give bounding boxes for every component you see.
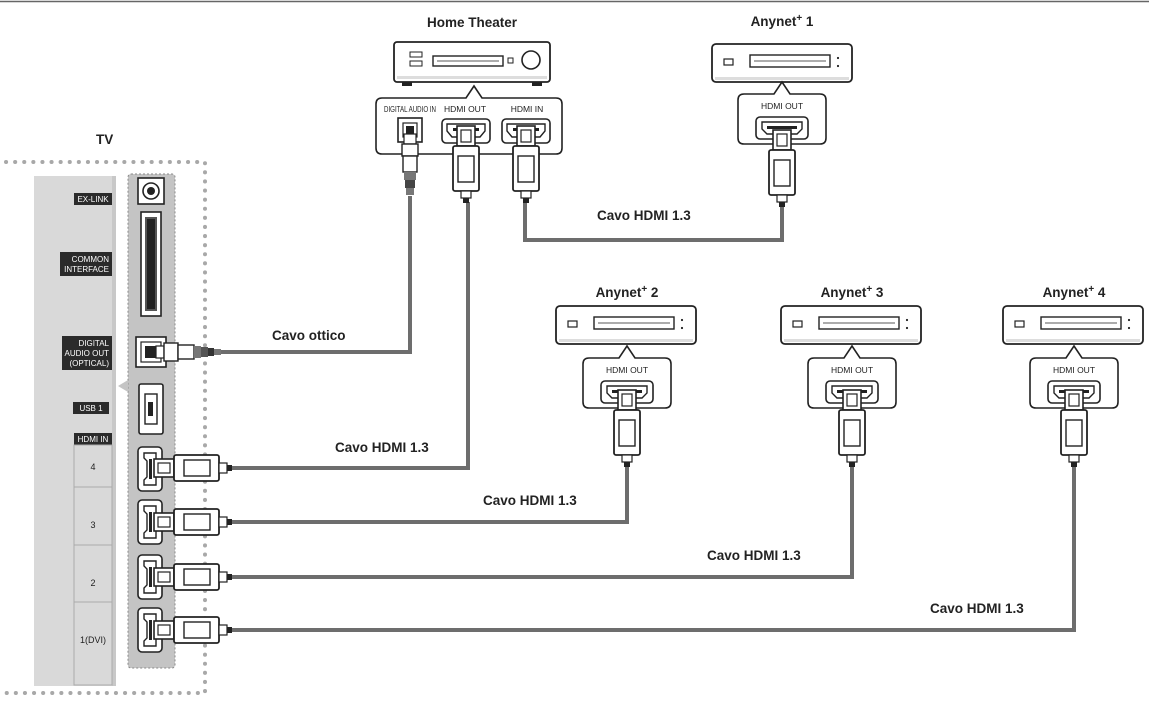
- hdmi-cable-anynet-3-label: Cavo HDMI 1.3: [707, 548, 801, 563]
- optical-cable: [221, 196, 412, 354]
- hdmi-cable-anynet-4: [232, 465, 1076, 632]
- ex-link-port: [137, 177, 165, 205]
- hdmi-cable-home-theater: [232, 202, 470, 470]
- anynet-1-sup: +: [796, 13, 802, 24]
- hdmi-cable-anynet-2: [232, 465, 629, 524]
- ht-hdmi-out-label: HDMI OUT: [444, 104, 486, 114]
- svg-text:Anynet+ 1: Anynet+ 1: [751, 13, 814, 29]
- anynet-3-hdmi-plug: [838, 389, 866, 468]
- home-theater: Home Theater DIGITAL AUDIO IN HDMI OUT H…: [375, 15, 563, 204]
- anynet-1-hdmi-out-label: HDMI OUT: [761, 101, 803, 111]
- digital-audio-in-label: DIGITAL AUDIO IN: [384, 104, 436, 114]
- ht-hdmi-in-label: HDMI IN: [511, 104, 544, 114]
- hdmi-in-label: HDMI IN: [78, 435, 109, 444]
- anynet-4-hdmi-out-label: HDMI OUT: [1053, 365, 1095, 375]
- anynet-1-name: Anynet: [751, 14, 797, 29]
- anynet-1-player: [711, 43, 853, 83]
- hdmi-cable-home-theater-label: Cavo HDMI 1.3: [335, 440, 429, 455]
- hdmi-cable-anynet-3: [232, 465, 854, 579]
- hdmi-cable-anynet-2-label: Cavo HDMI 1.3: [483, 493, 577, 508]
- digital-audio-out-port: [135, 336, 221, 368]
- anynet-2-sup: +: [641, 284, 647, 295]
- common-interface-slot: [140, 211, 162, 317]
- tv-panel: TV EX-LINK COMMON INTERFACE DIGITAL AUDI…: [4, 132, 221, 695]
- hdmi-cable-anynet-4-label: Cavo HDMI 1.3: [930, 601, 1024, 616]
- digital-audio-out-label-1: DIGITAL: [78, 339, 109, 348]
- anynet-2-player: [555, 305, 697, 345]
- anynet-device-2: Anynet+ 2 HDMI OUT: [555, 284, 697, 468]
- ex-link-label: EX-LINK: [77, 195, 109, 204]
- hdmi-plug-tv-3: [153, 508, 233, 536]
- hdmi-cable-anynet-1: [523, 202, 784, 242]
- anynet-1-hdmi-plug: [768, 129, 796, 208]
- cables: [221, 196, 1076, 632]
- home-theater-label: Home Theater: [427, 15, 518, 30]
- hdmi-cable-anynet-1-label: Cavo HDMI 1.3: [597, 208, 691, 223]
- hdmi-plug-ht-out: [452, 125, 480, 204]
- hdmi-3-label: 3: [90, 520, 95, 530]
- anynet-device-3: Anynet+ 3 HDMI OUT: [780, 284, 922, 468]
- tv-label: TV: [96, 132, 113, 147]
- hdmi-plug-ht-in: [512, 125, 540, 204]
- anynet-3-num: 3: [872, 285, 884, 300]
- anynet-4-name: Anynet: [1043, 285, 1089, 300]
- home-theater-unit: [393, 41, 551, 86]
- hdmi-1-dvi-label: 1(DVI): [80, 635, 106, 645]
- anynet-4-hdmi-plug: [1060, 389, 1088, 468]
- anynet-4-player: [1002, 305, 1144, 345]
- digital-audio-out-label-2: AUDIO OUT: [65, 349, 110, 358]
- anynet-2-hdmi-out-label: HDMI OUT: [606, 365, 648, 375]
- anynet-3-player: [780, 305, 922, 345]
- anynet-device-1: Anynet+ 1 HDMI OUT: [711, 13, 853, 208]
- anynet-3-hdmi-out-label: HDMI OUT: [831, 365, 873, 375]
- svg-text:Anynet+ 4: Anynet+ 4: [1043, 284, 1106, 300]
- anynet-4-sup: +: [1088, 284, 1094, 295]
- common-interface-label-2: INTERFACE: [64, 265, 109, 274]
- common-interface-label-1: COMMON: [72, 255, 110, 264]
- hdmi-2-label: 2: [90, 578, 95, 588]
- hdmi-plug-tv-1: [153, 616, 233, 644]
- optical-cable-label: Cavo ottico: [272, 328, 346, 343]
- usb-label: USB 1: [79, 404, 103, 413]
- anynet-2-num: 2: [647, 285, 658, 300]
- anynet-4-num: 4: [1094, 285, 1106, 300]
- svg-text:Anynet+ 3: Anynet+ 3: [821, 284, 884, 300]
- hdmi-plug-tv-4: [153, 454, 233, 482]
- optical-plug-home-theater: [401, 133, 419, 195]
- anynet-2-hdmi-plug: [613, 389, 641, 468]
- hdmi-plug-tv-2: [153, 563, 233, 591]
- anynet-device-4: Anynet+ 4 HDMI OUT: [1002, 284, 1144, 468]
- anynet-3-name: Anynet: [821, 285, 867, 300]
- hdmi-4-label: 4: [90, 462, 95, 472]
- digital-audio-out-label-3: (OPTICAL): [69, 359, 109, 368]
- anynet-1-num: 1: [802, 14, 814, 29]
- usb-port: [138, 383, 164, 435]
- svg-text:Anynet+ 2: Anynet+ 2: [596, 284, 659, 300]
- anynet-2-name: Anynet: [596, 285, 642, 300]
- anynet-3-sup: +: [866, 284, 872, 295]
